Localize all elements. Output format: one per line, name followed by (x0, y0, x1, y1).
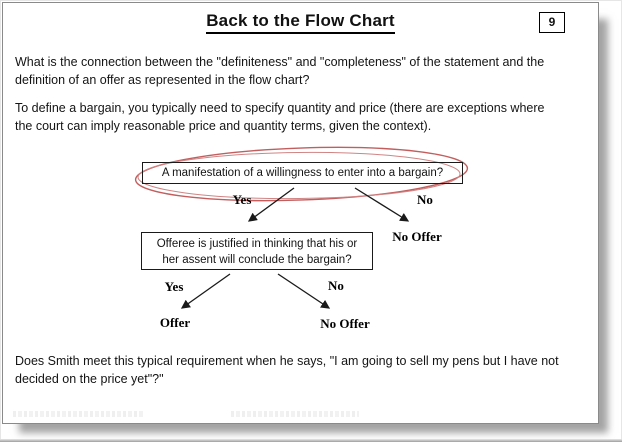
branch1-no-offer-result: No Offer (392, 229, 442, 244)
faint-footer-text-left (13, 411, 145, 417)
faint-footer-text-right (231, 411, 359, 417)
closing-question-paragraph: Does Smith meet this typical requirement… (15, 354, 559, 386)
intro-paragraph: What is the connection between the "defi… (15, 55, 545, 87)
page-title-text: Back to the Flow Chart (206, 11, 395, 34)
bottom-frame-line (0, 439, 622, 442)
bargain-definition-paragraph: To define a bargain, you typically need … (15, 101, 545, 133)
branch1-yes-label: Yes (232, 192, 252, 207)
flowchart-question-2: Offeree is justified in thinking that hi… (141, 232, 373, 270)
branch1-no-label: No (417, 192, 433, 207)
page-number-box: 9 (539, 12, 565, 33)
branch2-no-label: No (328, 278, 344, 293)
branch2-offer-result: Offer (159, 315, 191, 330)
arrow-level1-no (354, 187, 410, 222)
slide-page: Back to the Flow Chart 9 What is the con… (2, 2, 599, 424)
branch2-no-offer-result: No Offer (320, 316, 370, 331)
branch2-yes-label: Yes (164, 279, 184, 294)
flowchart-question-1: A manifestation of a willingness to ente… (142, 162, 463, 184)
page-title: Back to the Flow Chart (3, 11, 598, 34)
page-number: 9 (548, 15, 556, 29)
